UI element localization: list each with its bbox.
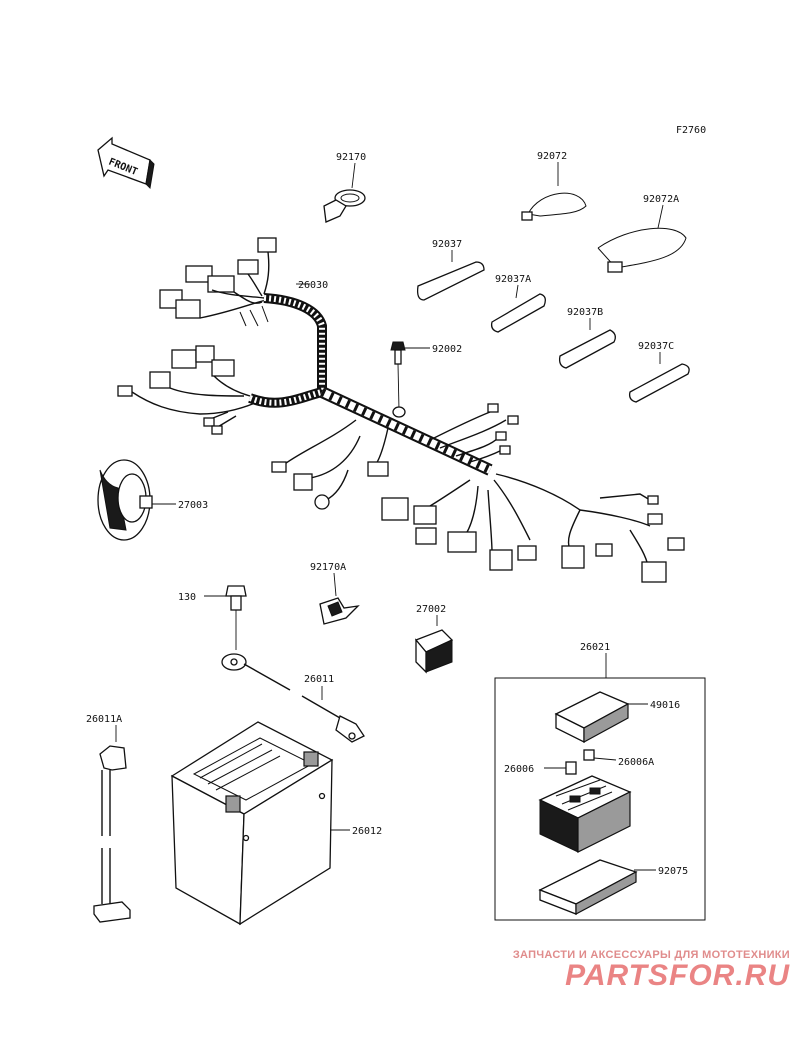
bolt-130 [204,585,247,650]
battery-cable-26011a [93,725,131,923]
strap-92037b [558,318,616,369]
part-label-26030: 26030 [298,280,328,291]
clamp-92170a [319,572,360,625]
part-label-92037b: 92037B [567,307,603,318]
part-label-92002: 92002 [432,344,462,355]
junction-box-group-26021 [494,653,706,921]
part-label-130: 130 [178,592,196,603]
clamp-92170 [323,162,366,223]
part-label-26011: 26011 [304,674,334,685]
part-label-92170: 92170 [336,152,366,163]
part-label-27002: 27002 [416,604,446,615]
part-label-26012: 26012 [352,826,382,837]
strap-92037a [490,284,546,333]
watermark-tagline: ЗАПЧАСТИ И АКСЕССУАРЫ ДЛЯ МОТОТЕХНИКИ [512,949,790,961]
part-label-26006a: 26006A [618,757,654,768]
part-label-92075: 92075 [658,866,688,877]
strap-92037c [628,352,690,403]
horn-27003 [97,459,176,541]
part-label-26011a: 26011A [86,714,122,725]
relay-27002 [414,615,454,674]
main-wiring-harness-26030 [117,237,685,583]
band-92072 [521,162,587,221]
part-label-26021: 26021 [580,642,610,653]
bolt-92002 [390,341,430,411]
figure-code: F2760 [676,125,706,136]
part-label-92072a: 92072A [643,194,679,205]
battery-26012 [170,721,350,926]
part-label-92037c: 92037C [638,341,674,352]
part-label-92037a: 92037A [495,274,531,285]
front-arrow-icon: FRONT [97,136,155,190]
watermark-logo: PARTSFOR.RU [565,959,790,992]
part-label-92072: 92072 [537,151,567,162]
part-label-92170a: 92170A [310,562,346,573]
band-92072a [597,204,687,273]
battery-cable-26011 [221,653,365,743]
part-label-26006: 26006 [504,764,534,775]
strap-92037 [416,250,485,301]
part-label-92037: 92037 [432,239,462,250]
part-label-27003: 27003 [178,500,208,511]
part-label-49016: 49016 [650,700,680,711]
